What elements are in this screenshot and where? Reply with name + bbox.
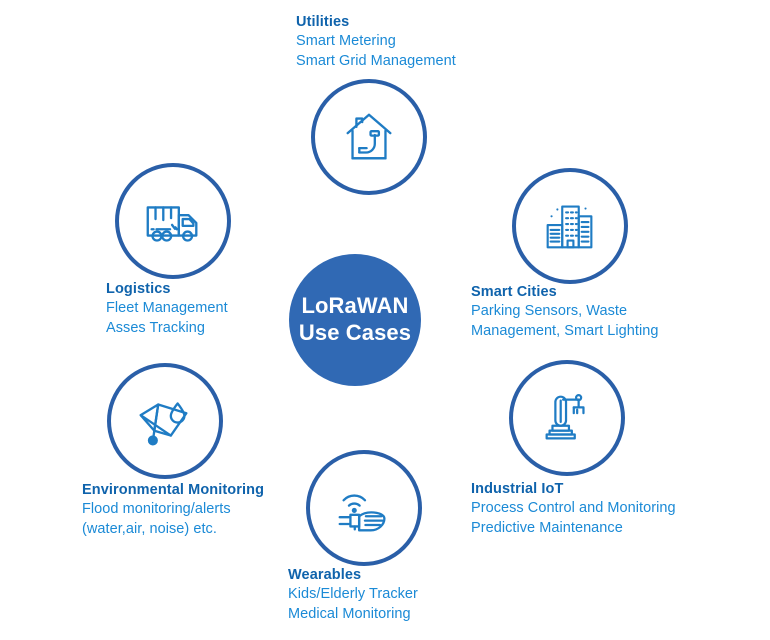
- node-subtitle-utilities-2: Smart Grid Management: [296, 52, 456, 69]
- city-buildings-icon: [537, 193, 603, 259]
- node-icon-ring-utilities[interactable]: [311, 79, 427, 195]
- node-subtitle-wearables-1: Kids/Elderly Tracker: [288, 586, 418, 602]
- caption-smart-cities: Smart Cities Parking Sensors, Waste Mana…: [471, 282, 659, 341]
- node-title-wearables: Wearables: [288, 567, 362, 583]
- node-subtitle-wearables-2: Medical Monitoring: [288, 605, 411, 622]
- node-icon-ring-wearables[interactable]: [306, 450, 422, 566]
- node-icon-ring-logistics[interactable]: [115, 163, 231, 279]
- node-subtitle-logistics-1: Fleet Management: [106, 300, 228, 316]
- caption-industrial-iot: Industrial IoT Process Control and Monit…: [471, 479, 676, 538]
- hub-title-line-1: LoRaWAN: [301, 293, 409, 319]
- hub-title-line-2: Use Cases: [298, 320, 412, 345]
- caption-environmental-monitoring: Environmental Monitoring Flood monitorin…: [82, 480, 264, 539]
- wiper-water-droplet-icon: [132, 388, 198, 454]
- caption-logistics: Logistics Fleet Management Asses Trackin…: [106, 279, 228, 338]
- node-subtitle-environmental-monitoring-2: (water,air, noise) etc.: [82, 520, 217, 537]
- node-title-industrial-iot: Industrial IoT: [471, 481, 564, 497]
- node-icon-ring-industrial-iot[interactable]: [509, 360, 625, 476]
- delivery-truck-icon: [140, 188, 206, 254]
- node-title-logistics: Logistics: [106, 281, 171, 297]
- node-title-environmental-monitoring: Environmental Monitoring: [82, 482, 265, 498]
- robotic-arm-icon: [536, 387, 598, 449]
- node-icon-ring-smart-cities[interactable]: [512, 168, 628, 284]
- node-subtitle-logistics-2: Asses Tracking: [106, 319, 206, 336]
- node-subtitle-smart-cities-2: Management, Smart Lighting: [471, 322, 659, 339]
- hand-wristband-signal-icon: [331, 475, 397, 541]
- smart-meter-house-icon: [338, 106, 400, 168]
- center-hub: LoRaWAN Use Cases: [289, 254, 421, 386]
- node-icon-ring-environmental-monitoring[interactable]: [107, 363, 223, 479]
- node-subtitle-industrial-iot-2: Predictive Maintenance: [471, 519, 623, 536]
- node-subtitle-industrial-iot-1: Process Control and Monitoring: [471, 500, 676, 516]
- node-subtitle-utilities-1: Smart Metering: [296, 33, 396, 49]
- caption-utilities: Utilities Smart Metering Smart Grid Mana…: [296, 12, 456, 71]
- node-title-utilities: Utilities: [296, 14, 350, 30]
- node-subtitle-smart-cities-1: Parking Sensors, Waste: [471, 303, 628, 319]
- caption-wearables: Wearables Kids/Elderly Tracker Medical M…: [288, 565, 418, 624]
- node-title-smart-cities: Smart Cities: [471, 284, 557, 300]
- node-subtitle-environmental-monitoring-1: Flood monitoring/alerts: [82, 501, 231, 517]
